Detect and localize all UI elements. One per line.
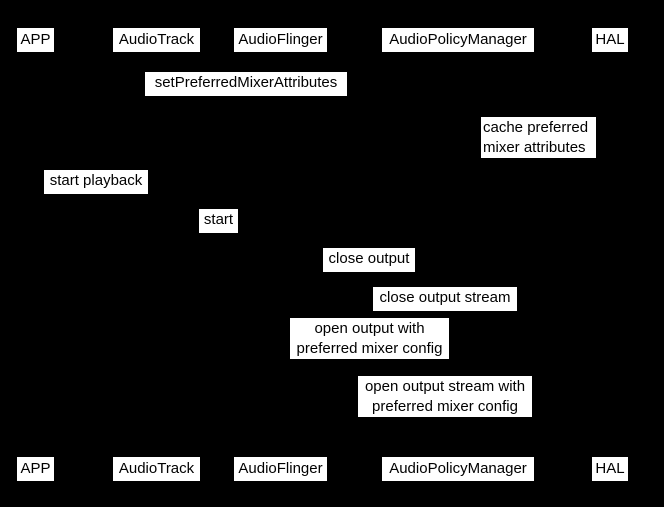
participant-footer-app: APP [17, 457, 54, 481]
participant-footer-audiotrack: AudioTrack [113, 457, 200, 481]
message-arrow-m5 [280, 272, 457, 273]
message-label-cache-preferred-mixer-attributes: cache preferred mixer attributes [481, 117, 596, 158]
lifeline-audiotrack [156, 51, 157, 468]
lifeline-audiopolicymanager [457, 51, 458, 468]
message-arrow-m2 [457, 158, 487, 159]
participant-header-audiopolicymanager: AudioPolicyManager [382, 28, 534, 52]
message-arrow-m1 [35, 96, 457, 97]
message-label-close-output-stream: close output stream [373, 287, 517, 311]
participant-header-audiotrack: AudioTrack [113, 28, 200, 52]
lifeline-hal [609, 51, 610, 468]
participant-footer-hal: HAL [592, 457, 628, 481]
message-arrow-m7 [280, 360, 457, 361]
lifeline-audioflinger [280, 51, 281, 468]
message-label-open-output-with-preferred-mixer-config: open output with preferred mixer config [290, 318, 449, 359]
message-label-start-playback: start playback [44, 170, 148, 194]
message-arrow-m6 [457, 311, 609, 312]
participant-header-app: APP [17, 28, 54, 52]
participant-footer-audiopolicymanager: AudioPolicyManager [382, 457, 534, 481]
lifeline-app [35, 51, 36, 468]
message-label-open-output-stream-with-preferred-mixer-config: open output stream with preferred mixer … [358, 376, 532, 417]
message-label-start: start [199, 209, 238, 233]
message-arrow-m8 [457, 420, 609, 421]
participant-header-hal: HAL [592, 28, 628, 52]
message-arrow-m4 [156, 233, 280, 234]
message-label-close-output: close output [323, 248, 415, 272]
participant-footer-audioflinger: AudioFlinger [234, 457, 327, 481]
message-label-set-preferred-mixer-attributes: setPreferredMixerAttributes [145, 72, 347, 96]
message-arrow-m3 [35, 194, 65, 195]
participant-header-audioflinger: AudioFlinger [234, 28, 327, 52]
